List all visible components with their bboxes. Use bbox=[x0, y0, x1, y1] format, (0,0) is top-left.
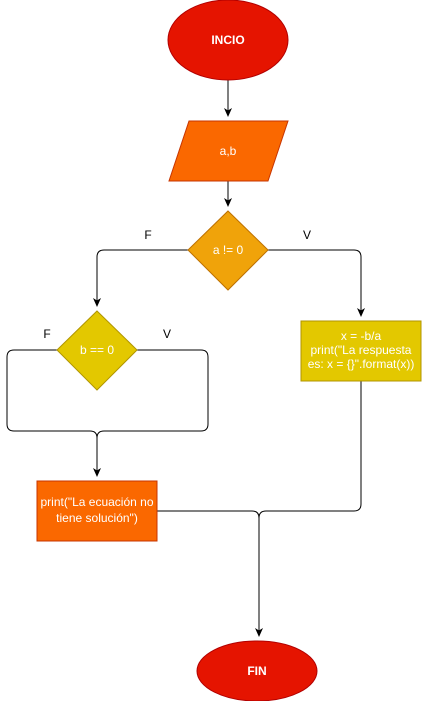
edge-decision-b-true bbox=[96, 349, 209, 439]
end-label: FIN bbox=[247, 664, 266, 678]
edge-output-to-end bbox=[157, 510, 260, 519]
edge-process-to-end bbox=[255, 381, 362, 637]
output-node: print("La ecuación no tiene solución") bbox=[36, 480, 158, 542]
output-line-1: print("La ecuación no bbox=[41, 495, 154, 509]
start-ellipse bbox=[167, 0, 289, 81]
process-node: x = -b/a print("La respuesta es: x = {}"… bbox=[300, 320, 422, 382]
process-line-3: es: x = {}".format(x)) bbox=[308, 357, 415, 371]
input-node: a,b bbox=[168, 120, 289, 182]
process-box bbox=[300, 320, 422, 382]
decision-a-shape bbox=[187, 210, 269, 291]
process-line-1: x = -b/a bbox=[341, 329, 382, 343]
start-label: INCIO bbox=[211, 33, 244, 47]
decision-b-node: b == 0 bbox=[56, 310, 138, 391]
edge-label-b-false: F bbox=[43, 327, 50, 341]
end-ellipse bbox=[196, 640, 318, 701]
edge-decision-a-false bbox=[93, 249, 188, 307]
output-line-2: tiene solución") bbox=[56, 511, 138, 525]
edge-decision-a-true bbox=[268, 249, 365, 317]
edge-decision-b-false bbox=[6, 349, 101, 477]
edge-label-b-true: V bbox=[163, 327, 171, 341]
decision-a-label: a != 0 bbox=[213, 243, 244, 257]
end-terminal: FIN bbox=[196, 640, 318, 701]
output-box bbox=[36, 480, 158, 542]
decision-a-node: a != 0 bbox=[187, 210, 269, 291]
decision-b-shape bbox=[56, 310, 138, 391]
start-terminal: INCIO bbox=[167, 0, 289, 81]
input-shape bbox=[168, 120, 289, 182]
connectors bbox=[6, 80, 365, 637]
edge-label-a-true: V bbox=[303, 228, 311, 242]
process-line-2: print("La respuesta bbox=[311, 343, 412, 357]
decision-b-label: b == 0 bbox=[80, 343, 114, 357]
input-label: a,b bbox=[220, 144, 237, 158]
edge-label-a-false: F bbox=[144, 228, 151, 242]
